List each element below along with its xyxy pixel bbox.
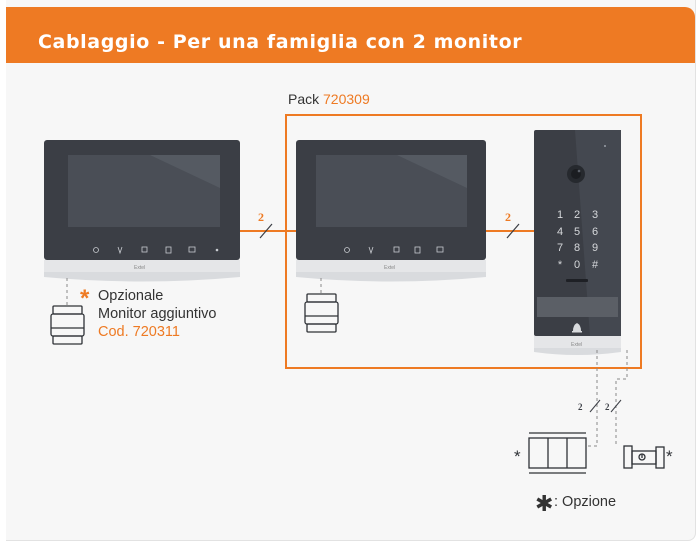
wire-label-3: 2 xyxy=(578,402,583,412)
pack-code: 720309 xyxy=(323,91,370,107)
keypad-key: 4 xyxy=(557,226,563,238)
monitor-2: Extel xyxy=(296,140,486,282)
keypad-key: 7 xyxy=(557,242,563,254)
power-supply-optional xyxy=(50,305,85,345)
optional-star: * xyxy=(80,285,90,312)
dash-wire-strike xyxy=(615,350,628,445)
keypad-key: 9 xyxy=(592,242,598,254)
keypad-key: # xyxy=(592,259,599,271)
page-title: Cablaggio - Per una famiglia con 2 monit… xyxy=(38,31,523,53)
header-bar: Cablaggio - Per una famiglia con 2 monit… xyxy=(6,7,695,63)
keypad-key: 5 xyxy=(574,226,580,238)
wire-label-1: 2 xyxy=(258,210,264,224)
wire-slash-4 xyxy=(610,399,622,413)
keypad-key: 6 xyxy=(592,226,598,238)
door-panel-brand: Extel xyxy=(571,342,582,348)
optional-subtitle: Monitor aggiuntivo xyxy=(98,306,217,322)
dash-wire-lock xyxy=(586,350,598,447)
keypad-key: 3 xyxy=(592,209,598,221)
keypad-key: 1 xyxy=(557,209,563,221)
keypad-key: 0 xyxy=(574,259,580,271)
monitor-1-brand: Extel xyxy=(134,265,145,271)
keypad-key: 2 xyxy=(574,209,580,221)
legend-text: : Opzione xyxy=(554,494,617,510)
door-strike-icon xyxy=(623,445,665,469)
pack-box xyxy=(285,114,642,369)
bell-icon xyxy=(573,323,581,331)
wire-slash-2 xyxy=(506,223,520,239)
monitor-2-brand: Extel xyxy=(384,265,395,271)
wire-label-4: 2 xyxy=(605,402,610,412)
optional-code: Cod. 720311 xyxy=(98,324,180,340)
optional-title: Opzionale xyxy=(98,288,164,304)
wire-slash-1 xyxy=(259,223,273,239)
keypad-key: * xyxy=(558,259,563,271)
gate-lock-icon xyxy=(528,432,587,474)
keypad-key: 8 xyxy=(574,242,580,254)
pack-label: Pack 720309 xyxy=(288,91,370,107)
wire-label-2: 2 xyxy=(505,210,511,224)
monitor-1: Extel xyxy=(44,140,240,282)
power-supply-pack xyxy=(304,293,339,333)
accessory-star-1: * xyxy=(514,447,521,466)
legend-star: ✱ xyxy=(535,491,554,516)
accessory-star-2: * xyxy=(666,447,673,466)
pack-prefix: Pack xyxy=(288,91,320,107)
door-panel: Extel xyxy=(534,130,621,355)
wire-slash-3 xyxy=(589,399,601,413)
